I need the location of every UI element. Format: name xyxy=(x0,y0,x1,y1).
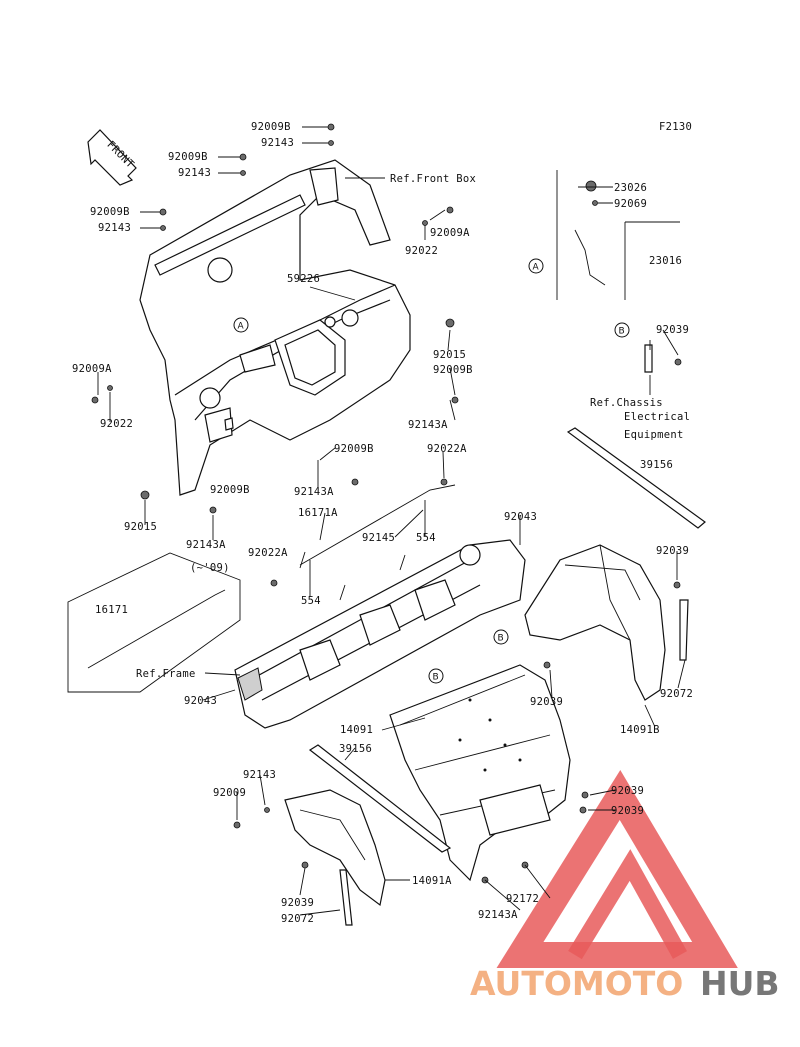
part-label: 92009B xyxy=(210,484,250,496)
trim-strips xyxy=(308,427,706,853)
part-label: 92143 xyxy=(98,222,131,234)
part-label: 23026 xyxy=(614,182,647,194)
part-label: Ref.Front Box xyxy=(390,173,476,185)
right-side-panel xyxy=(524,544,666,701)
front-direction-arrow: FRONT xyxy=(87,129,137,186)
part-label: 92022 xyxy=(100,418,133,430)
part-label: 59226 xyxy=(287,273,320,285)
part-label: 92143A xyxy=(408,419,448,431)
part-labels: F2130 92009B 92143 92009B 92143 92009B 9… xyxy=(72,121,693,925)
part-label: Electrical xyxy=(624,411,690,423)
callout-b-3: B xyxy=(433,673,439,683)
part-label: 92015 xyxy=(433,349,466,361)
part-label: 92145 xyxy=(362,532,395,544)
part-label: 554 xyxy=(301,595,321,607)
part-label: 92009B xyxy=(251,121,291,133)
part-label: 92015 xyxy=(124,521,157,533)
callouts: A A B B B xyxy=(233,258,630,684)
part-label: 92022A xyxy=(427,443,467,455)
part-label: 92069 xyxy=(614,198,647,210)
part-label: 92009B xyxy=(433,364,473,376)
left-side-panel xyxy=(284,789,386,907)
watermark-logo xyxy=(496,770,738,968)
watermark-part1: AUTOMOTO xyxy=(470,964,683,1003)
part-label: 92009B xyxy=(334,443,374,455)
floor-panel xyxy=(389,664,571,882)
part-label: 92072 xyxy=(281,913,314,925)
callout-a-2: A xyxy=(533,263,540,273)
part-label: 92009B xyxy=(90,206,130,218)
callout-b-1: B xyxy=(619,327,625,337)
part-label: 92009B xyxy=(168,151,208,163)
part-label: 14091A xyxy=(412,875,452,887)
watermark-text: AUTOMOTO HUB xyxy=(470,964,780,1003)
frame xyxy=(234,539,526,729)
part-label: 92043 xyxy=(184,695,217,707)
part-label: 92022A xyxy=(248,547,288,559)
part-label: 92039 xyxy=(281,897,314,909)
cables xyxy=(87,229,689,926)
part-label: 23016 xyxy=(649,255,682,267)
part-label: 92039 xyxy=(611,785,644,797)
part-label: 92143 xyxy=(243,769,276,781)
part-label: 92143A xyxy=(294,486,334,498)
fasteners xyxy=(91,123,682,884)
part-label: 14091B xyxy=(620,724,660,736)
front-cover-panel xyxy=(139,159,411,496)
part-label: 92009A xyxy=(72,363,112,375)
part-label: 92039 xyxy=(656,324,689,336)
part-label: 16171A xyxy=(298,507,338,519)
part-label: 92043 xyxy=(504,511,537,523)
callout-a-1: A xyxy=(238,322,245,332)
part-label: 92143 xyxy=(261,137,294,149)
part-label: 92143 xyxy=(178,167,211,179)
part-label: 92072 xyxy=(660,688,693,700)
callout-b-2: B xyxy=(498,634,504,644)
part-label: 92022 xyxy=(405,245,438,257)
part-label: 39156 xyxy=(640,459,673,471)
part-label: 92009A xyxy=(430,227,470,239)
part-label: 14091 xyxy=(340,724,373,736)
part-label: 92039 xyxy=(611,805,644,817)
inset-boxes xyxy=(67,170,680,693)
part-label: Ref.Frame xyxy=(136,668,196,680)
part-label: 92009 xyxy=(213,787,246,799)
part-label: 92143A xyxy=(186,539,226,551)
figure-code: F2130 xyxy=(659,121,692,133)
leader-lines xyxy=(97,126,686,916)
part-label: Equipment xyxy=(624,429,684,441)
part-label: 92039 xyxy=(530,696,563,708)
watermark-part2: HUB xyxy=(700,964,780,1003)
part-label: 92172 xyxy=(506,893,539,905)
part-label: 16171 xyxy=(95,604,128,616)
part-label: 92143A xyxy=(478,909,518,921)
part-label: 92039 xyxy=(656,545,689,557)
part-label: 554 xyxy=(416,532,436,544)
part-label: 39156 xyxy=(339,743,372,755)
part-label: (~'09) xyxy=(190,562,230,574)
part-label: Ref.Chassis xyxy=(590,397,663,409)
